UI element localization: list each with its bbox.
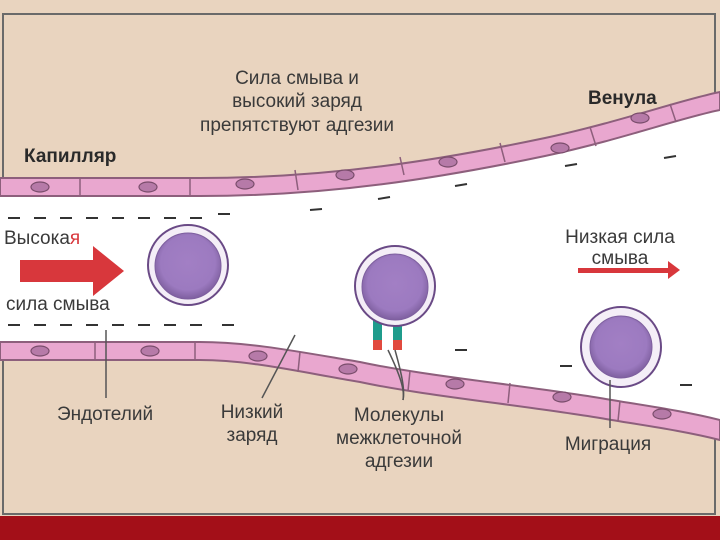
label-venule: Венула (588, 88, 657, 109)
label-low-charge-line2: заряд (226, 425, 277, 446)
label-top-line3: препятствуют адгезии (200, 115, 394, 136)
leukocyte-rolling-1 (148, 225, 228, 305)
label-high-flow-part2: я (70, 228, 80, 249)
label-high-flow-part1: Высока (4, 228, 70, 249)
footer-bar (0, 516, 720, 540)
label-capillary: Капилляр (24, 146, 116, 167)
label-icam-line1: Молекулы (354, 405, 444, 426)
label-low-charge-line1: Низкий (221, 402, 284, 423)
label-endothelium: Эндотелий (57, 404, 153, 425)
label-migration: Миграция (565, 434, 651, 455)
label-high-flow-line1: Высокая (4, 228, 80, 249)
label-icam-line2: межклеточной (336, 428, 462, 449)
label-top-line1: Сила смыва и (235, 68, 359, 89)
label-high-flow-line2: сила смыва (6, 294, 110, 315)
label-top-line2: высокий заряд (232, 91, 362, 112)
leukocyte-migrating (581, 307, 661, 387)
label-low-flow-line2: смыва (592, 248, 649, 269)
label-low-flow-line1: Низкая сила (565, 227, 675, 248)
label-icam-line3: адгезии (365, 451, 433, 472)
